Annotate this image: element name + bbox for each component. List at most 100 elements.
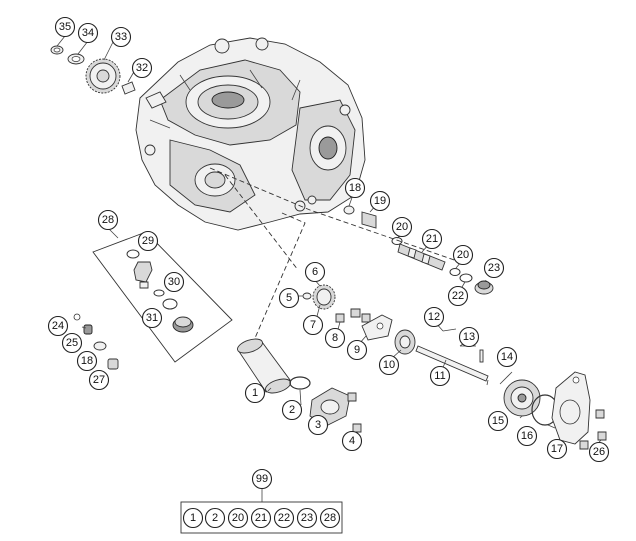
callout-20a: 20 [391,216,413,238]
callout-25: 25 [61,332,83,354]
cap-23 [474,280,494,295]
kit-item-28: 28 [319,507,341,529]
gear-6 [312,284,336,310]
washer-35 [50,45,64,55]
pump-cover-17 [551,371,591,445]
callout-29-label: 29 [142,235,154,247]
kit-item-23: 23 [296,507,318,529]
engine-crankcase [135,37,366,231]
kit-item-2-label: 2 [212,512,218,524]
rotor-10 [394,329,416,355]
case-plug-32 [145,91,167,109]
callout-30-label: 30 [168,276,180,288]
callout-21-label: 21 [426,233,438,245]
callout-20a-label: 20 [396,221,408,233]
kit-item-28-label: 28 [324,512,336,524]
callout-7: 7 [302,314,324,336]
callout-3: 3 [307,414,329,436]
callout-15: 15 [487,410,509,432]
callout-28: 28 [97,209,119,231]
callout-32: 32 [131,57,153,79]
assembly-line-shaft [209,167,461,263]
callout-18a-label: 18 [349,182,361,194]
screws-4 [347,392,362,433]
pin-14 [479,349,484,363]
o-rings-kit [153,289,178,310]
callout-4-label: 4 [349,435,355,447]
shaft-11 [415,345,489,382]
callout-33-label: 33 [115,31,127,43]
callout-33: 33 [110,26,132,48]
ball-24 [73,313,81,321]
callout-27: 27 [88,369,110,391]
callout-20b-label: 20 [457,249,469,261]
callout-23-label: 23 [488,262,500,274]
kit-item-20-label: 20 [232,512,244,524]
callout-35: 35 [54,16,76,38]
callout-8-label: 8 [332,332,338,344]
callout-12: 12 [423,306,445,328]
screw-8 [335,313,345,323]
callout-30: 30 [163,271,185,293]
bushing-32 [121,81,136,95]
spring-25 [83,324,93,335]
kit-28-frame [92,231,233,363]
callout-27-label: 27 [93,374,105,386]
o-ring-22 [459,273,473,283]
callout-19-label: 19 [374,195,386,207]
callout-3-label: 3 [315,419,321,431]
callout-26-label: 26 [593,446,605,458]
screws-9 [350,308,371,323]
callout-22-label: 22 [452,290,464,302]
plug-27 [107,358,119,370]
kit-item-21: 21 [250,507,272,529]
callout-14-label: 14 [501,351,513,363]
callout-17: 17 [546,438,568,460]
kit-item-23-label: 23 [301,512,313,524]
kit-99-box: 1 2 20 21 22 23 28 [180,501,343,534]
callout-99: 99 [251,468,273,490]
callout-24: 24 [47,315,69,337]
o-ring-20-lower [449,268,461,276]
plug-31 [172,316,194,333]
callout-34-label: 34 [82,27,94,39]
gear-33 [85,58,121,94]
callout-31-label: 31 [146,312,158,324]
callout-1-label: 1 [252,387,258,399]
callout-99-label: 99 [256,473,268,485]
o-ring-2 [289,376,311,390]
callout-28-label: 28 [102,214,114,226]
callout-1: 1 [244,382,266,404]
assembly-line-pump [224,174,299,271]
callout-25-label: 25 [66,337,78,349]
callout-7-label: 7 [310,319,316,331]
assembly-line-filter [254,212,306,339]
callout-2: 2 [281,399,303,421]
screws-26 [579,409,607,450]
callout-2-label: 2 [289,404,295,416]
callout-5-label: 5 [286,292,292,304]
plug-19 [361,211,377,229]
callout-11: 11 [429,365,451,387]
callout-23: 23 [483,257,505,279]
callout-18b-label: 18 [81,355,93,367]
kit-item-22-label: 22 [278,512,290,524]
callout-10-label: 10 [383,359,395,371]
callout-13-label: 13 [463,331,475,343]
callout-9-label: 9 [354,344,360,356]
kit-item-21-label: 21 [255,512,267,524]
callout-17-label: 17 [551,443,563,455]
callout-8: 8 [324,327,346,349]
callout-35-label: 35 [59,21,71,33]
callout-32-label: 32 [136,62,148,74]
o-ring-29 [126,249,140,259]
callout-29: 29 [137,230,159,252]
kit-item-1-label: 1 [190,512,196,524]
callout-16-label: 16 [521,430,533,442]
callout-24-label: 24 [52,320,64,332]
valve-30 [133,261,153,289]
callout-31: 31 [141,307,163,329]
callout-12-label: 12 [428,311,440,323]
callout-14: 14 [496,346,518,368]
